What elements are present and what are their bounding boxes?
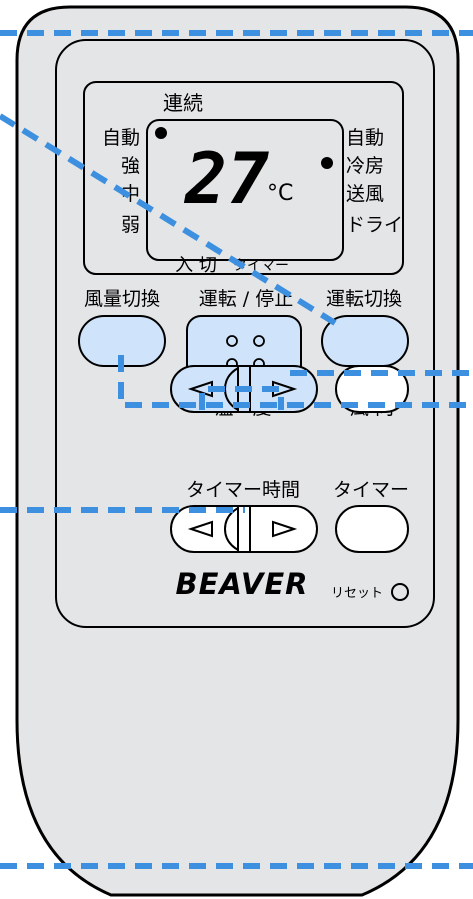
left-indicator-dot-icon xyxy=(155,127,167,139)
callout-diagonal-to-mode xyxy=(0,113,337,326)
callout-temperature-bracket xyxy=(199,386,284,410)
reset-label: リセット xyxy=(331,586,383,601)
callout-fan-to-temperature xyxy=(118,355,473,408)
timer-button[interactable] xyxy=(335,505,409,553)
display-power-label: 入 切 xyxy=(175,255,217,276)
timer-divider xyxy=(237,505,251,553)
display-left-label-medium: 中 xyxy=(121,183,140,205)
mode-label: 運転切換 xyxy=(326,288,402,310)
display-timer-label: タイマー xyxy=(233,258,289,274)
run-stop-label: 運転 / 停止 xyxy=(199,288,293,310)
temperature-readout: 27 xyxy=(184,138,269,220)
display-top-label: 連続 xyxy=(163,91,203,115)
reset-circle-icon[interactable] xyxy=(391,583,409,601)
timer-label: タイマー xyxy=(333,479,409,501)
callout-lines xyxy=(0,30,473,869)
right-indicator-dot-icon xyxy=(321,157,333,169)
timer-time-label: タイマー時間 xyxy=(186,479,300,501)
display-right-label-dry: ドライ xyxy=(346,214,403,236)
display-left-label-weak: 弱 xyxy=(121,214,140,236)
fan-speed-label: 風量切換 xyxy=(84,288,160,310)
lcd-center-window xyxy=(146,119,344,261)
timer-left-arrow-icon xyxy=(187,520,213,538)
display-right-label-fan: 送風 xyxy=(346,183,384,205)
timer-right-arrow-icon xyxy=(272,520,298,538)
temperature-unit: °C xyxy=(267,181,293,206)
mode-button[interactable] xyxy=(321,315,409,367)
direction-button[interactable] xyxy=(335,365,409,413)
display-right-label-cool: 冷房 xyxy=(346,155,384,177)
display-left-label-strong: 強 xyxy=(121,155,140,177)
brand-logo: BEAVER xyxy=(176,567,309,601)
display-right-label-auto: 自動 xyxy=(346,127,384,149)
display-left-label-auto: 自動 xyxy=(102,127,140,149)
